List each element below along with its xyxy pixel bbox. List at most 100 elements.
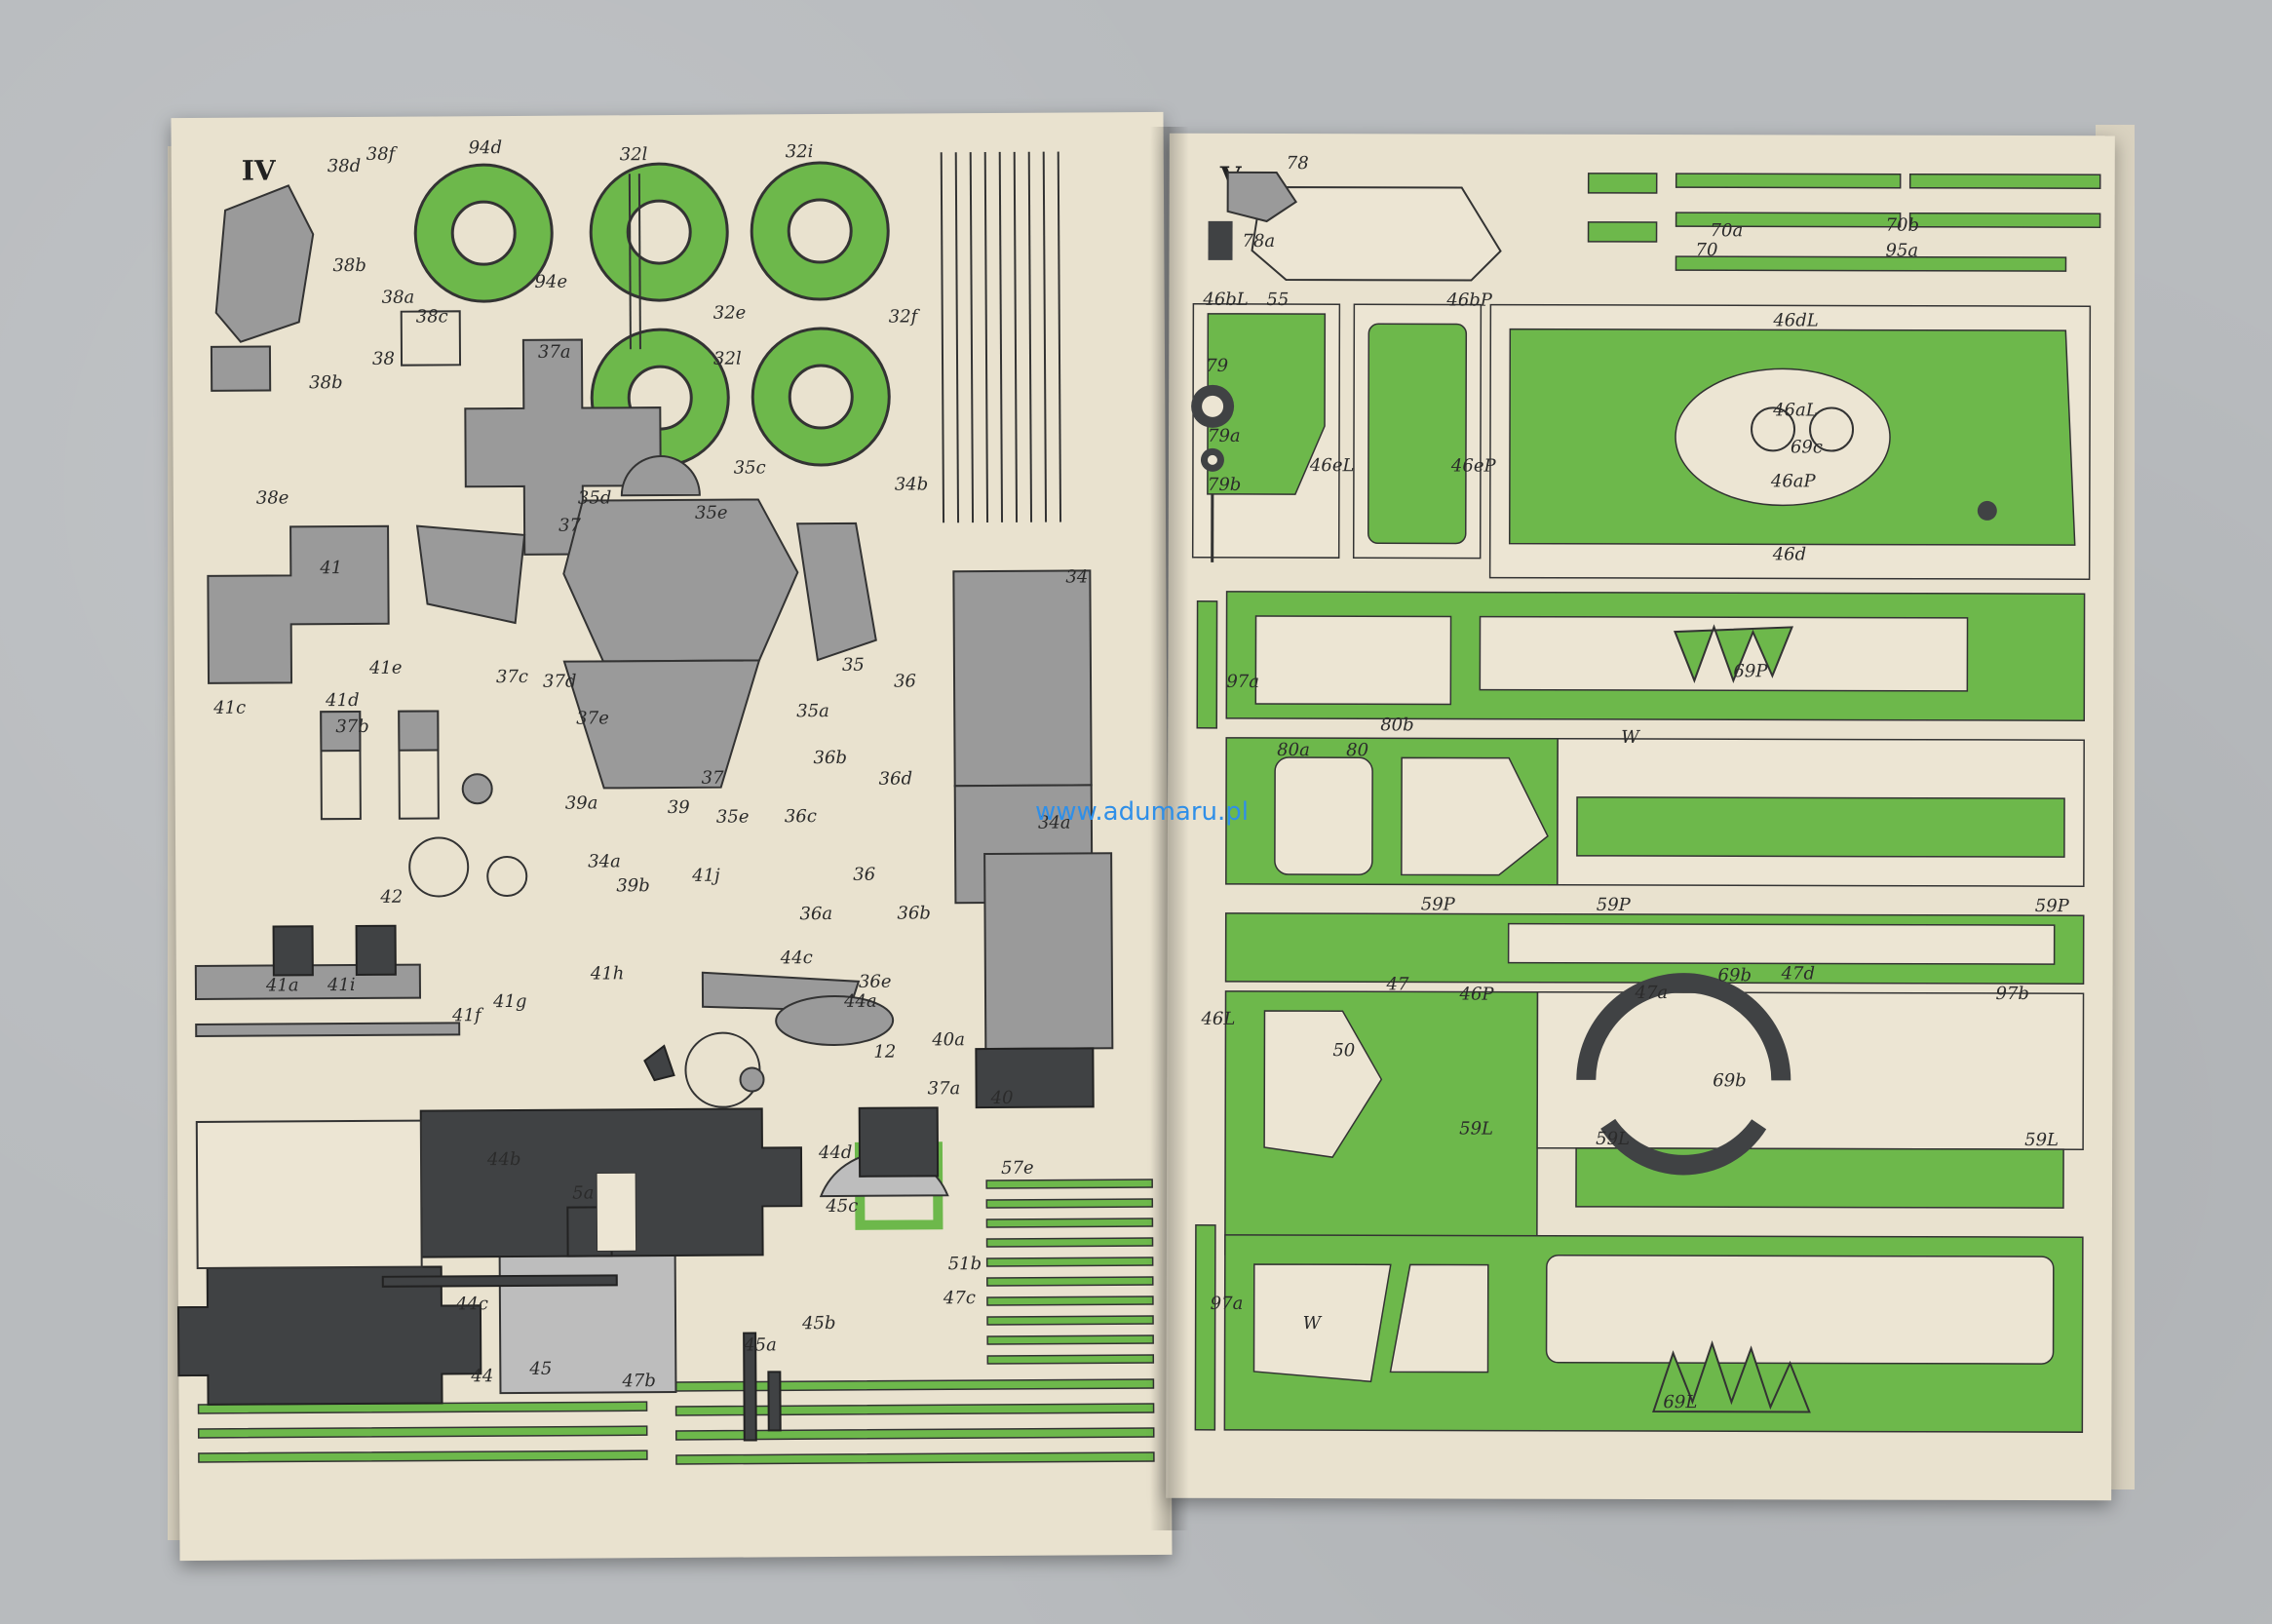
part-label: 46dL	[1773, 310, 1819, 331]
part-label: 36b	[813, 747, 848, 769]
part-label: 45	[529, 1358, 553, 1379]
part-label: 45a	[744, 1334, 777, 1356]
part-label: 38	[371, 348, 395, 369]
part-label: 12	[873, 1041, 897, 1063]
part-label: 59P	[1420, 894, 1455, 915]
part-label: 44c	[455, 1294, 488, 1315]
part-label: 70b	[1885, 214, 1920, 236]
part-label: 79b	[1207, 474, 1242, 495]
part-label: 59L	[1459, 1118, 1494, 1140]
part-label: 47c	[943, 1288, 976, 1309]
right-page: V	[1166, 133, 2115, 1501]
part-label: 35a	[796, 701, 829, 722]
part-label: 41c	[213, 697, 247, 718]
part-label: 32l	[619, 144, 648, 166]
part-label: 47	[1386, 974, 1409, 995]
part-label: 46aL	[1773, 400, 1818, 421]
part-label: 44c	[780, 947, 813, 969]
part-label: 34	[1065, 566, 1089, 588]
part-label: 39	[667, 796, 690, 819]
part-label: W	[1302, 1313, 1322, 1334]
part-label: 41g	[492, 990, 527, 1013]
part-label: 41i	[327, 974, 356, 996]
part-label: 36	[893, 671, 917, 692]
book-gutter-shadow	[1150, 127, 1189, 1530]
part-label: 44d	[818, 1141, 853, 1164]
part-label: 35e	[694, 502, 728, 523]
part-label: 34a	[588, 851, 621, 872]
part-label: 79	[1206, 355, 1229, 376]
part-label: 41j	[692, 865, 720, 886]
part-label: 37	[558, 515, 582, 536]
part-label: 97a	[1226, 671, 1260, 692]
part-label: 94d	[468, 137, 503, 159]
part-label: 36a	[799, 903, 833, 925]
part-label: 59L	[1596, 1128, 1631, 1149]
part-label: 50	[1332, 1040, 1356, 1062]
part-label: 38e	[255, 487, 289, 509]
part-label: 80a	[1277, 740, 1310, 761]
part-label: 36c	[784, 806, 817, 828]
left-page: IV	[171, 111, 1173, 1562]
part-label: 79a	[1207, 425, 1241, 446]
part-label: 38b	[332, 254, 366, 277]
part-label: 59P	[2034, 896, 2069, 917]
part-label: 45c	[826, 1195, 859, 1218]
part-label: 41a	[265, 975, 299, 996]
part-label: 32f	[888, 306, 918, 328]
part-label: 39b	[616, 875, 650, 897]
part-label: 69b	[1717, 965, 1752, 986]
part-label: 46bL	[1203, 289, 1249, 310]
part-label: 95a	[1885, 240, 1919, 261]
part-label: 55	[1266, 289, 1290, 311]
part-label: 69P	[1733, 661, 1768, 682]
part-label: 97b	[1995, 983, 2029, 1005]
part-label: 40a	[932, 1029, 965, 1051]
right-page-parts	[1191, 171, 2101, 1433]
part-label: 36d	[878, 768, 913, 790]
part-label: 38d	[327, 155, 362, 177]
part-label: 37a	[537, 341, 571, 363]
part-label: 37	[701, 767, 724, 789]
part-label: 69L	[1663, 1392, 1698, 1413]
part-label: 37d	[542, 671, 577, 692]
part-label: 47a	[1635, 982, 1669, 1004]
part-label: 78a	[1242, 230, 1276, 252]
part-label: 37b	[335, 715, 369, 738]
part-label: 45b	[801, 1312, 836, 1334]
part-label: 35e	[715, 806, 750, 828]
part-label: 32l	[712, 348, 742, 369]
part-label: 35c	[733, 457, 766, 479]
part-label: 37e	[576, 708, 609, 729]
part-label: 46aP	[1770, 471, 1816, 492]
part-label: 36b	[897, 903, 931, 924]
part-label: 36	[853, 864, 876, 885]
part-label: 44b	[486, 1148, 521, 1171]
part-label: 44a	[843, 990, 877, 1012]
part-label: 40	[990, 1087, 1014, 1109]
part-label: 46L	[1201, 1008, 1236, 1029]
part-label: 38f	[366, 143, 396, 165]
part-label: 32i	[785, 141, 814, 163]
part-label: 97a	[1210, 1293, 1244, 1314]
part-label: 38b	[309, 372, 343, 394]
part-label: 78	[1286, 153, 1309, 174]
part-label: 47b	[622, 1371, 656, 1392]
part-label: 35d	[577, 487, 612, 509]
part-label: 41f	[452, 1005, 481, 1026]
part-label: 41	[320, 558, 343, 579]
part-label: 38a	[381, 287, 415, 308]
part-label: 36e	[858, 971, 892, 992]
part-label: 41e	[368, 657, 403, 678]
part-label: 69b	[1713, 1070, 1747, 1092]
part-label: 5a	[572, 1182, 595, 1204]
part-label: 46eL	[1309, 455, 1355, 477]
part-label: 57e	[1001, 1157, 1034, 1179]
part-label: 70	[1695, 240, 1718, 261]
part-label: 80b	[1380, 715, 1414, 736]
part-label: 39a	[564, 793, 598, 814]
part-label: 44	[471, 1366, 494, 1387]
part-label: 46d	[1772, 544, 1807, 565]
part-label: 46eP	[1450, 455, 1496, 477]
part-label: 42	[380, 886, 404, 908]
